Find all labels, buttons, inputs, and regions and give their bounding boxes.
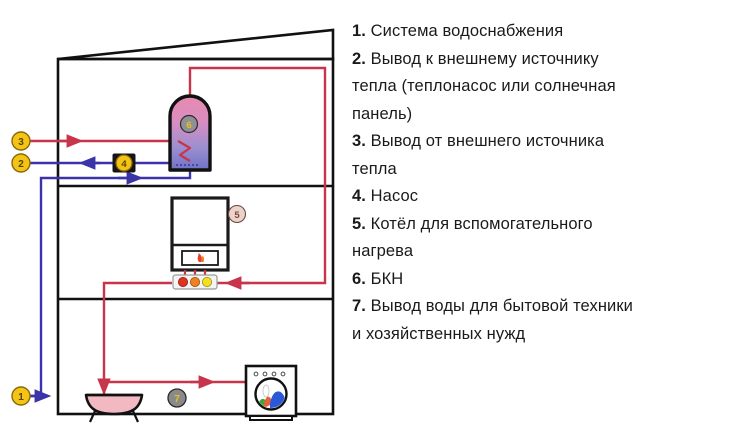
marker-1-circle bbox=[11, 386, 31, 406]
legend-text-4-line-1: Насос bbox=[370, 187, 419, 205]
marker-7-circle bbox=[167, 388, 187, 408]
legend-number-7: 7. bbox=[352, 297, 366, 315]
tank-heat-exchanger-coil bbox=[177, 140, 192, 162]
house-outline bbox=[56, 28, 335, 416]
legend-item-2-cont-2: панель) bbox=[352, 101, 738, 129]
legend-text-3-line-2: тепла bbox=[352, 159, 397, 178]
legend-item-3: 3. Вывод от внешнего источника bbox=[352, 128, 738, 156]
marker-2-circle bbox=[11, 153, 31, 173]
legend-number-2: 2. bbox=[352, 49, 366, 68]
legend-number-3: 3. bbox=[352, 132, 366, 150]
manifold-valve-orange[interactable] bbox=[189, 276, 200, 287]
marker-7-label: 7 bbox=[174, 394, 180, 405]
legend-text-6-line-1: БКН bbox=[370, 269, 404, 288]
marker-1-label: 1 bbox=[18, 392, 24, 403]
legend-item-5: 5. Котёл для вспомогательного bbox=[352, 211, 738, 239]
legend-item-7-cont-1: и хозяйственных нужд bbox=[352, 321, 738, 349]
manifold-valve-red[interactable] bbox=[177, 276, 188, 287]
marker-7-group: 7 bbox=[167, 388, 187, 408]
legend-number-1: 1. bbox=[352, 22, 366, 40]
pipe-tank-to-boiler-loop bbox=[188, 66, 327, 285]
marker-3-group: 3 bbox=[11, 131, 31, 151]
legend-number-5: 5. bbox=[352, 214, 366, 233]
washer-knob-2[interactable] bbox=[262, 371, 268, 377]
washer-knob-4[interactable] bbox=[280, 371, 286, 377]
legend-item-4: 4. Насос bbox=[352, 183, 738, 211]
auxiliary-boiler[interactable]: 5 bbox=[170, 196, 247, 290]
flame-icon-inner bbox=[201, 255, 205, 262]
legend-item-2: 2. Вывод к внешнему источнику bbox=[352, 46, 738, 74]
legend-text-2-line-1: Вывод к внешнему источнику bbox=[370, 49, 599, 68]
bathtub-component[interactable] bbox=[84, 393, 144, 423]
marker-5-label: 5 bbox=[234, 210, 240, 221]
washer-knob-1[interactable] bbox=[253, 371, 259, 377]
marker-4-circle bbox=[115, 154, 133, 172]
washer-knob-3[interactable] bbox=[271, 371, 277, 377]
bathtub-leg-right bbox=[131, 410, 140, 423]
marker-4-label: 4 bbox=[121, 159, 127, 170]
legend-text-3-line-1: Вывод от внешнего источника bbox=[370, 132, 605, 150]
legend-item-3-cont-1: тепла bbox=[352, 156, 738, 184]
legend-item-6: 6. БКН bbox=[352, 266, 738, 294]
hot-water-circuit bbox=[29, 66, 327, 397]
legend-number-4: 4. bbox=[352, 187, 366, 205]
bathtub-basin bbox=[84, 393, 144, 416]
marker-5-circle bbox=[227, 204, 247, 224]
cold-water-circuit bbox=[29, 156, 192, 403]
marker-2-group: 2 bbox=[11, 153, 31, 173]
legend-item-2-cont-1: тепла (теплонасос или солнечная bbox=[352, 73, 738, 101]
marker-2-label: 2 bbox=[18, 159, 24, 170]
legend-item-1: 1. Система водоснабжения bbox=[352, 18, 738, 46]
legend-item-7: 7. Вывод воды для бытовой техники bbox=[352, 293, 738, 321]
legend-number-6: 6. bbox=[352, 269, 366, 288]
marker-3-label: 3 bbox=[18, 137, 24, 148]
water-tank-bkn[interactable]: 6 bbox=[168, 94, 212, 172]
legend-item-5-cont-1: нагрева bbox=[352, 238, 738, 266]
washer-laundry bbox=[258, 384, 285, 408]
washer-base bbox=[249, 415, 293, 421]
marker-1-group: 1 bbox=[11, 386, 31, 406]
legend-text-1-line-1: Система водоснабжения bbox=[370, 22, 564, 40]
legend-text-7-line-1: Вывод воды для бытовой техники bbox=[370, 297, 633, 315]
flame-icon bbox=[197, 253, 203, 262]
washing-machine-component[interactable] bbox=[244, 364, 298, 421]
legend-text-7-line-2: и хозяйственных нужд bbox=[352, 324, 526, 343]
legend-list: 1. Система водоснабжения 2. Вывод к внеш… bbox=[352, 18, 738, 418]
manifold-valve-yellow[interactable] bbox=[201, 276, 212, 287]
marker-6-circle bbox=[179, 114, 199, 134]
legend-text-2-line-3: панель) bbox=[352, 104, 413, 123]
legend-text-5-line-1: Котёл для вспомогательного bbox=[370, 214, 593, 233]
legend-text-2-line-2: тепла (теплонасос или солнечная bbox=[352, 77, 616, 95]
roof-shape bbox=[57, 28, 335, 61]
marker-6-label: 6 bbox=[186, 120, 191, 131]
legend-text-5-line-2: нагрева bbox=[352, 242, 414, 260]
heating-system-diagram: 6 4 5 bbox=[11, 28, 335, 423]
marker-3-circle bbox=[11, 131, 31, 151]
bathtub-leg-left bbox=[88, 410, 97, 423]
pump-component[interactable]: 4 bbox=[112, 153, 136, 173]
house-body bbox=[56, 57, 335, 416]
